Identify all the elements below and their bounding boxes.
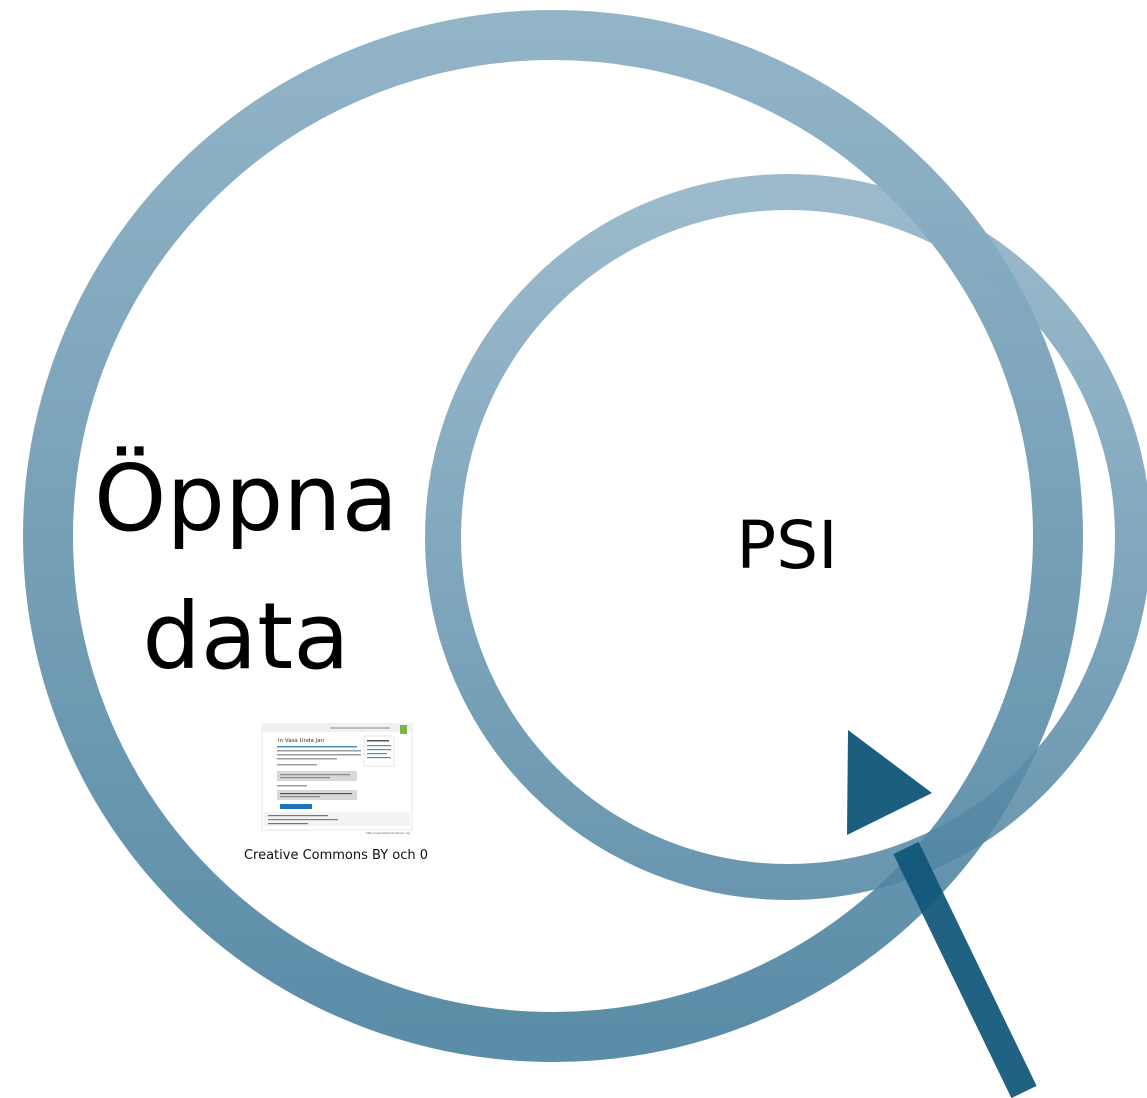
open-data-label-line2: data xyxy=(142,583,349,690)
psi-label: PSI xyxy=(736,507,837,584)
license-caption: Creative Commons BY och 0 xyxy=(244,848,428,863)
website-thumbnail: In Vasa Unda Jan http://opendatahandbook… xyxy=(261,723,413,835)
thumbnail-title: In Vasa Unda Jan xyxy=(278,738,325,744)
arrow-shaft xyxy=(893,841,1037,1098)
arrow-head xyxy=(847,730,932,835)
arrow xyxy=(847,730,1037,1098)
psi-ring xyxy=(425,174,1147,900)
open-data-label-line1: Öppna xyxy=(94,445,398,552)
thumbnail-url: http://opendatahandbook.org xyxy=(366,831,410,835)
open-data-ring xyxy=(23,10,1083,1062)
